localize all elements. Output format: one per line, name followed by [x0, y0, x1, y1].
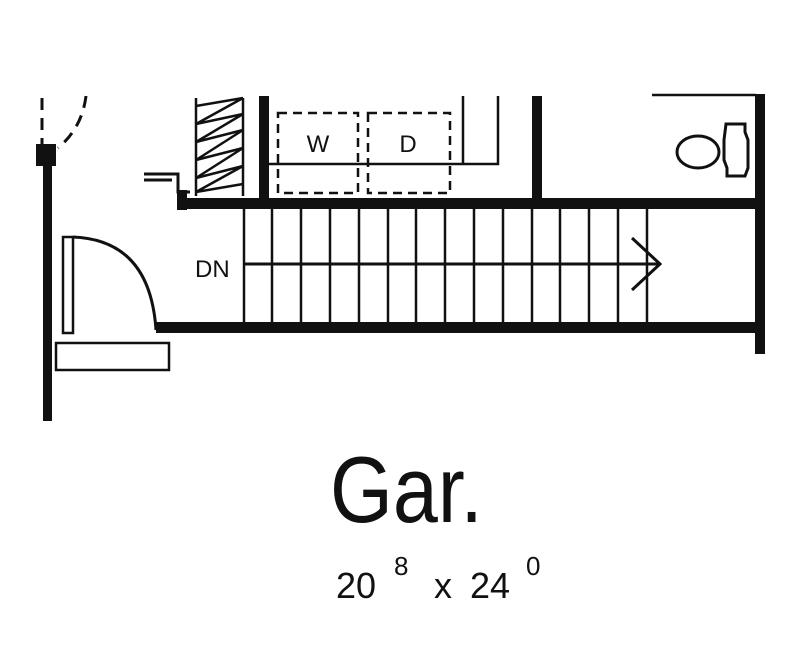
dimension-times: x — [434, 565, 452, 606]
washer: W — [276, 111, 360, 195]
room-width-inches: 8 — [394, 551, 409, 581]
storage-hatch — [194, 96, 245, 196]
stair-upper-wall — [177, 198, 765, 209]
laundry-left-wall — [259, 96, 269, 208]
room-depth-inches: 0 — [526, 551, 541, 581]
garage-entry-door[interactable] — [61, 235, 158, 335]
left-exterior-wall — [36, 144, 56, 421]
room-dimensions: 20 8 x 24 0 — [336, 552, 576, 612]
laundry-counter — [269, 96, 500, 166]
toilet-icon — [675, 122, 750, 178]
stair-direction-arrow — [244, 236, 663, 292]
room-name: Gar. — [330, 437, 483, 542]
dryer-label: D — [399, 131, 416, 158]
stair-lower-wall — [156, 322, 765, 333]
washer-label: W — [307, 131, 330, 158]
dryer: D — [366, 111, 452, 195]
upper-door-swing — [40, 95, 88, 150]
bath-left-wall — [532, 96, 542, 200]
room-depth-feet: 24 — [470, 565, 511, 606]
bath-area — [652, 93, 765, 354]
stair-down-label: DN — [195, 256, 230, 283]
door-landing-step — [54, 341, 171, 372]
room-width-feet: 20 — [336, 565, 377, 606]
